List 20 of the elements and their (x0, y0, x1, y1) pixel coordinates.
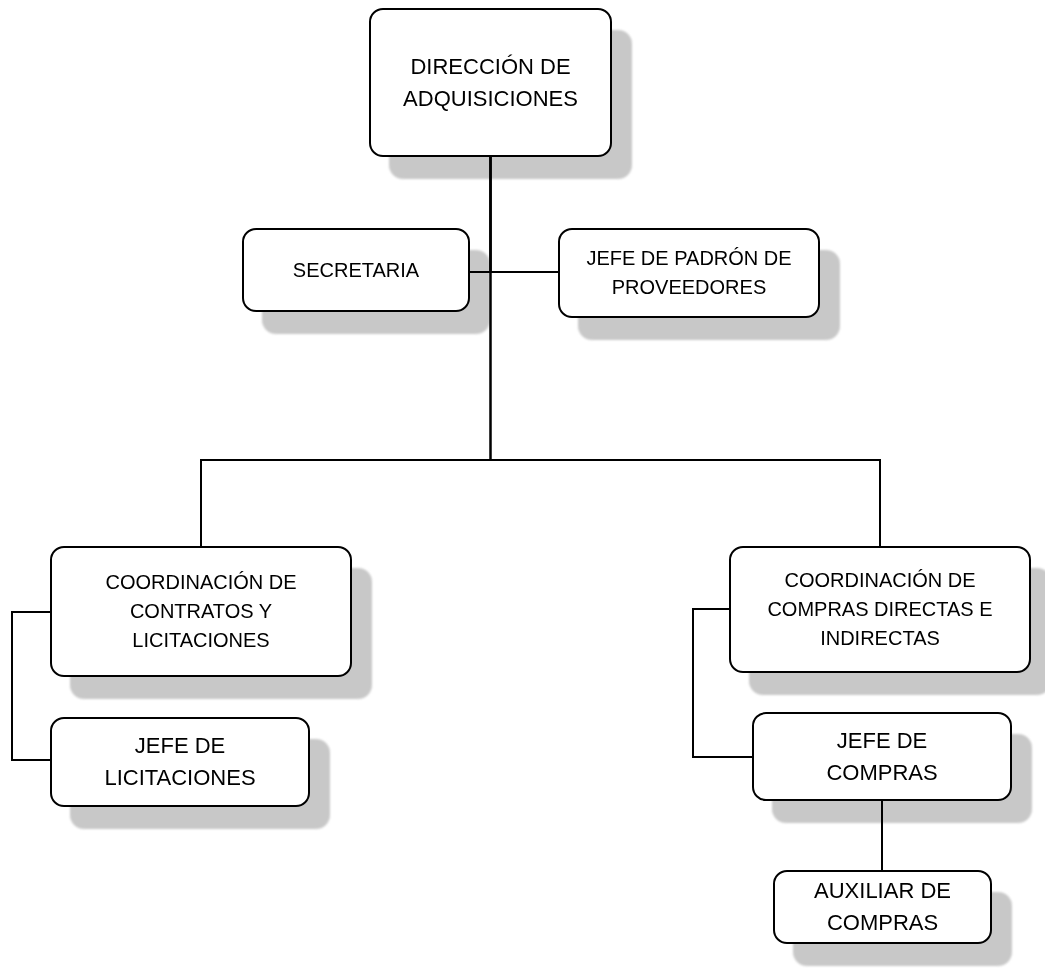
connector-line (489, 156, 881, 547)
box-label: AUXILIAR DE COMPRAS (813, 877, 952, 937)
org-box (50, 546, 352, 677)
connector-line (881, 800, 883, 871)
box-label: JEFE DE PADRÓN DE PROVEEDORES (585, 246, 793, 300)
org-box (558, 228, 820, 318)
connector-line (11, 611, 51, 761)
org-box (50, 717, 310, 807)
box-label: COORDINACIÓN DE CONTRATOS Y LICITACIONES (104, 570, 298, 653)
box-label: JEFE DE LICITACIONES (103, 732, 257, 792)
org-box (369, 8, 612, 157)
box-label: JEFE DE COMPRAS (825, 726, 939, 787)
box-label: COORDINACIÓN DE COMPRAS DIRECTAS E INDIRECTAS (766, 568, 994, 651)
org-box (773, 870, 992, 944)
box-label: DIRECCIÓN DE ADQUISICIONES (402, 52, 579, 113)
org-box (729, 546, 1031, 673)
box-label: SECRETARIA (292, 257, 420, 283)
org-box (242, 228, 470, 312)
connector-line (692, 608, 753, 758)
org-box (752, 712, 1012, 801)
